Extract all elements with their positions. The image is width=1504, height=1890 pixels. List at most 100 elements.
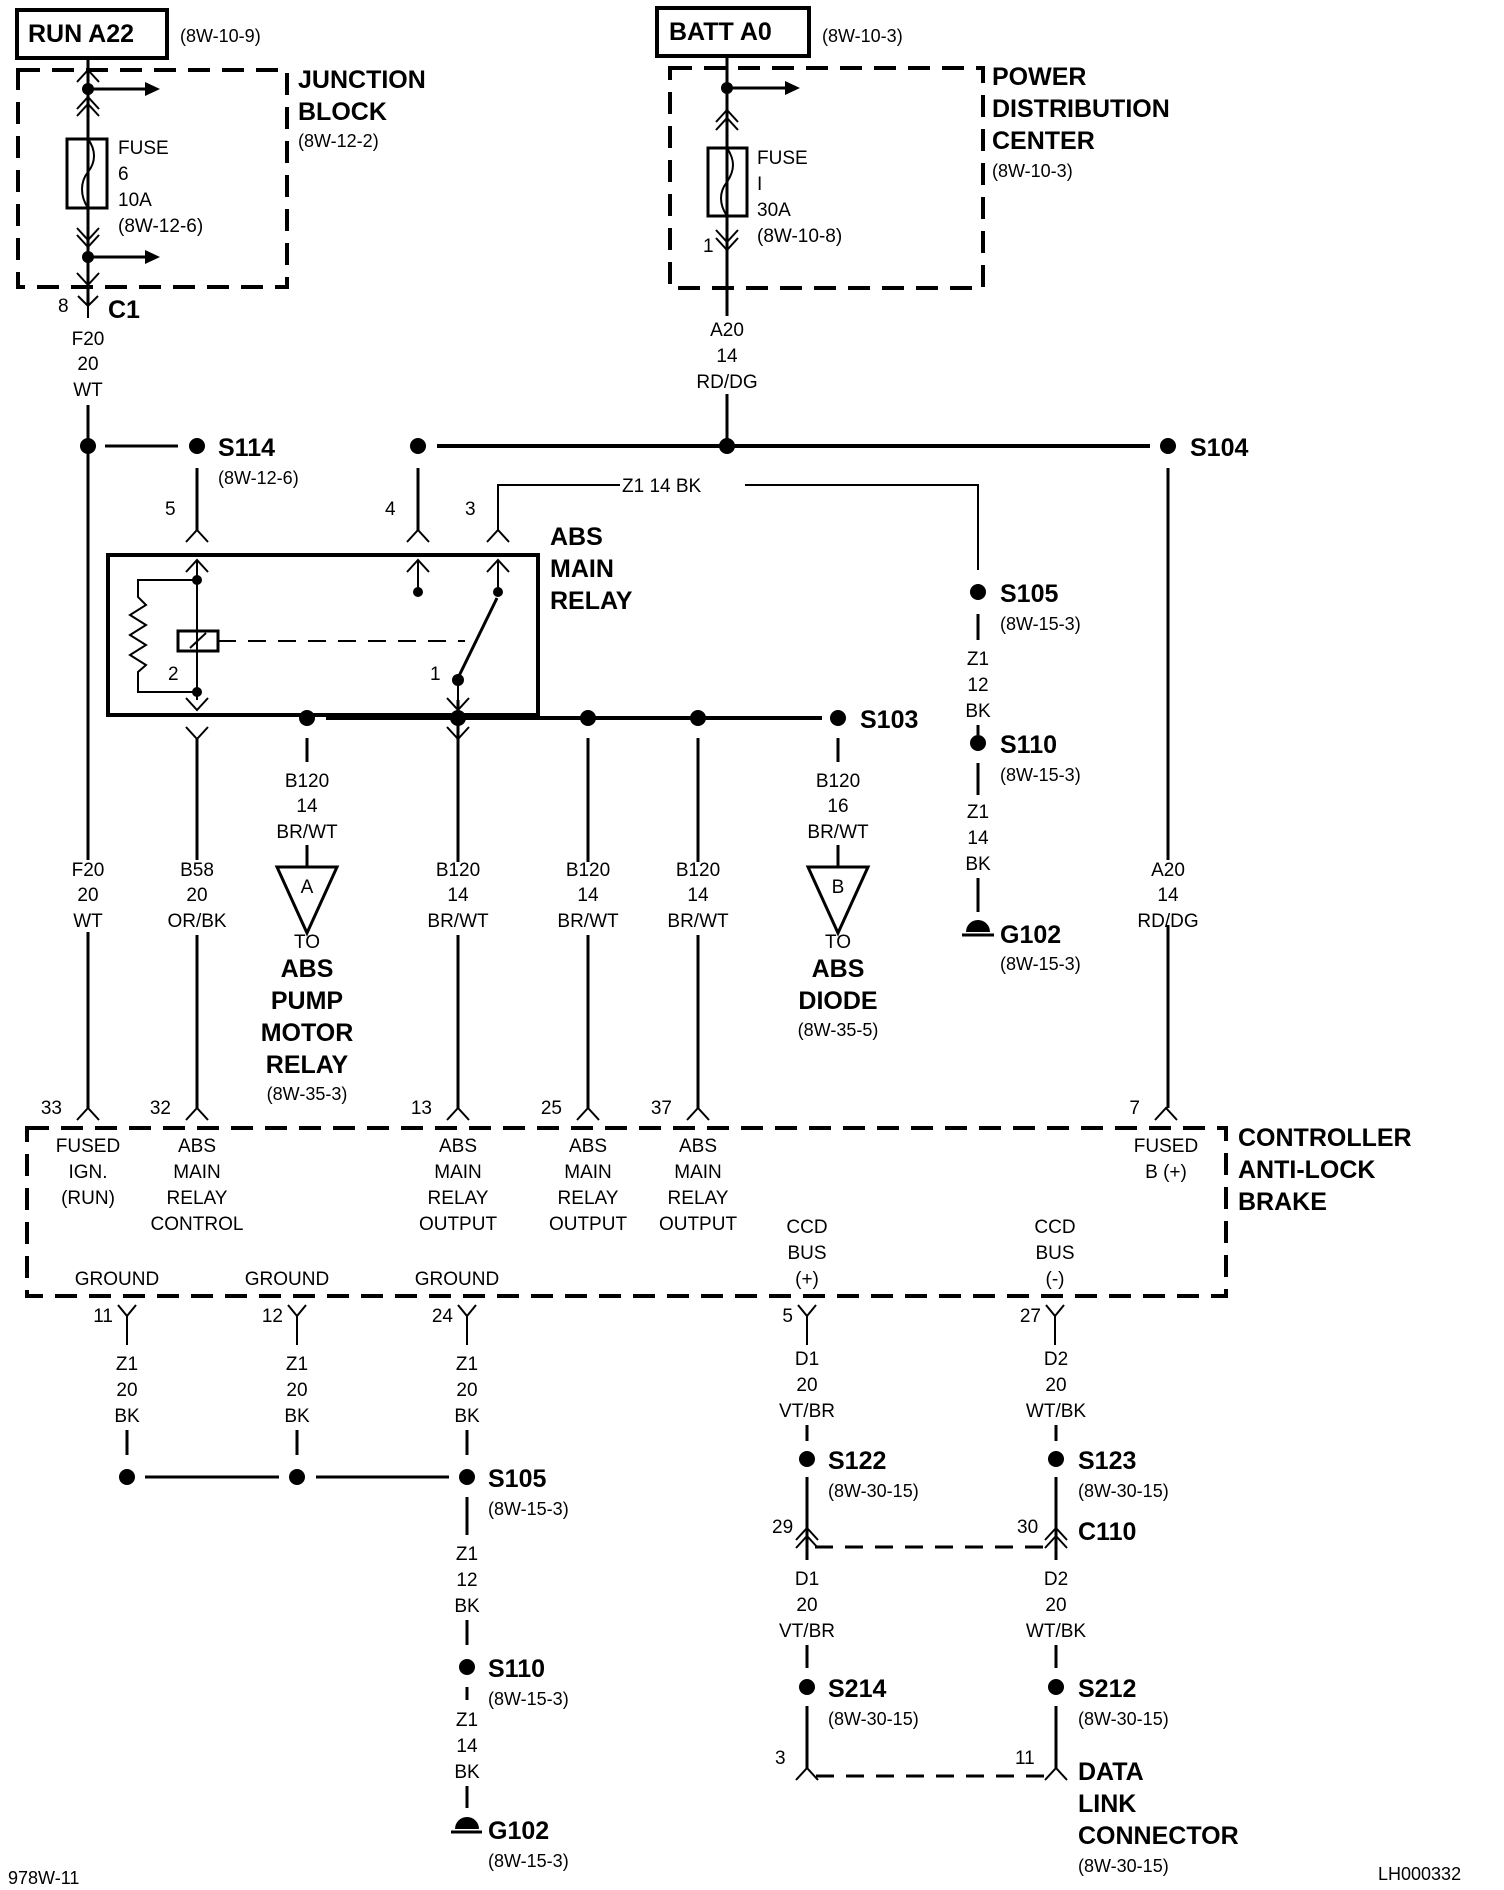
svg-text:RD/DG: RD/DG: [696, 372, 757, 393]
splice-s212: [1048, 1679, 1064, 1695]
svg-text:ANTI-LOCK: ANTI-LOCK: [1238, 1156, 1375, 1184]
junction-block-name: BLOCK: [298, 98, 387, 126]
pin-label: (-): [1046, 1269, 1065, 1290]
splice-s123: [1048, 1451, 1064, 1467]
fuse-label: 30A: [757, 200, 791, 221]
fuse-label: (8W-12-6): [118, 216, 203, 237]
svg-text:B120: B120: [436, 860, 480, 881]
pdc-name: CENTER: [992, 127, 1095, 155]
svg-text:14: 14: [296, 796, 318, 817]
svg-text:BK: BK: [965, 701, 991, 722]
splice-s104: [1160, 438, 1176, 454]
relay-name: RELAY: [550, 587, 633, 615]
pin-label: GROUND: [415, 1269, 499, 1290]
ground-chain-top: S105 (8W-15-3) Z1 12 BK S110 (8W-15-3) Z…: [962, 580, 1081, 974]
svg-text:VT/BR: VT/BR: [779, 1621, 835, 1642]
svg-text:Z1: Z1: [967, 649, 989, 670]
svg-text:D2: D2: [1044, 1349, 1068, 1370]
svg-text:BR/WT: BR/WT: [557, 911, 619, 932]
pin-label: RELAY: [558, 1188, 619, 1209]
splice-s110: [459, 1659, 475, 1675]
svg-text:14: 14: [687, 885, 709, 906]
svg-text:OR/BK: OR/BK: [167, 911, 226, 932]
fuse-label: 6: [118, 164, 129, 185]
splice-s214: [799, 1679, 815, 1695]
svg-text:A20: A20: [710, 320, 744, 341]
connector-name: C1: [108, 296, 140, 324]
svg-text:CONNECTOR: CONNECTOR: [1078, 1822, 1239, 1850]
splice-row-s103: S103: [299, 706, 918, 862]
pin-label: OUTPUT: [549, 1214, 628, 1235]
pdc-name: DISTRIBUTION: [992, 95, 1170, 123]
svg-text:12: 12: [456, 1570, 477, 1591]
pin-number: 1: [703, 236, 714, 257]
svg-text:S122: S122: [828, 1447, 886, 1475]
svg-text:LINK: LINK: [1078, 1790, 1136, 1818]
svg-text:(8W-30-15): (8W-30-15): [828, 1709, 919, 1729]
svg-text:(8W-35-3): (8W-35-3): [267, 1084, 348, 1104]
pin-number: 1: [430, 664, 441, 685]
svg-text:RD/DG: RD/DG: [1137, 911, 1198, 932]
figure-code: LH000332: [1378, 1864, 1461, 1884]
svg-text:16: 16: [827, 796, 848, 817]
svg-text:TO: TO: [294, 932, 320, 953]
svg-text:WT: WT: [73, 911, 103, 932]
svg-text:TO: TO: [825, 932, 851, 953]
ground-icon: [455, 1817, 479, 1829]
svg-text:S105: S105: [1000, 580, 1058, 608]
svg-text:BK: BK: [114, 1406, 140, 1427]
pin-number: 33: [41, 1098, 62, 1119]
pin-label: OUTPUT: [419, 1214, 498, 1235]
svg-text:F20: F20: [72, 329, 105, 350]
svg-text:(8W-15-3): (8W-15-3): [1000, 765, 1081, 785]
junction-block-name: JUNCTION: [298, 66, 426, 94]
pin-label: FUSED: [1134, 1136, 1198, 1157]
connector-c1-icon: [77, 295, 99, 318]
source-ref: (8W-10-3): [822, 26, 903, 46]
abs-diode-ref: B120 16 BR/WT B TO ABS DIODE (8W-35-5): [798, 771, 879, 1040]
svg-text:20: 20: [1045, 1595, 1066, 1616]
svg-text:B120: B120: [285, 771, 329, 792]
pin-number: 25: [541, 1098, 562, 1119]
svg-text:11: 11: [1015, 1748, 1035, 1769]
pin-number: 12: [262, 1306, 283, 1327]
wire-label-f20-top: F20 20 WT: [62, 320, 114, 402]
svg-text:S214: S214: [828, 1675, 886, 1703]
svg-text:12: 12: [967, 675, 988, 696]
source-label: BATT A0: [669, 18, 772, 46]
svg-text:14: 14: [1157, 885, 1179, 906]
svg-text:B120: B120: [676, 860, 720, 881]
svg-text:BK: BK: [965, 854, 991, 875]
svg-text:20: 20: [77, 354, 98, 375]
svg-text:14: 14: [456, 1736, 478, 1757]
pin-label: CCD: [1034, 1217, 1075, 1238]
fuse-label: FUSE: [118, 138, 169, 159]
svg-text:BK: BK: [454, 1406, 480, 1427]
splice-label: S114: [218, 434, 275, 462]
wire-labels-controller-top: F20 20 WT B58 20 OR/BK B120 14 BR/WT B12…: [60, 860, 1199, 1108]
svg-text:BK: BK: [284, 1406, 310, 1427]
splice-s114: [189, 438, 205, 454]
pin-number: 13: [411, 1098, 432, 1119]
svg-text:BRAKE: BRAKE: [1238, 1188, 1327, 1216]
source-run-a22: RUN A22 (8W-10-9): [15, 8, 261, 60]
svg-text:(8W-15-3): (8W-15-3): [488, 1499, 569, 1519]
svg-text:14: 14: [447, 885, 469, 906]
svg-text:20: 20: [186, 885, 207, 906]
svg-text:30: 30: [1017, 1517, 1038, 1538]
fuse-label: (8W-10-8): [757, 226, 842, 247]
pin-label: MAIN: [173, 1162, 221, 1183]
off-page-marker-icon: [805, 865, 871, 937]
pin-number: 11: [93, 1306, 113, 1327]
svg-text:ABS: ABS: [281, 955, 334, 983]
pin-label: BUS: [787, 1243, 826, 1264]
svg-text:S123: S123: [1078, 1447, 1136, 1475]
svg-text:14: 14: [577, 885, 599, 906]
pin-number: 37: [651, 1098, 672, 1119]
